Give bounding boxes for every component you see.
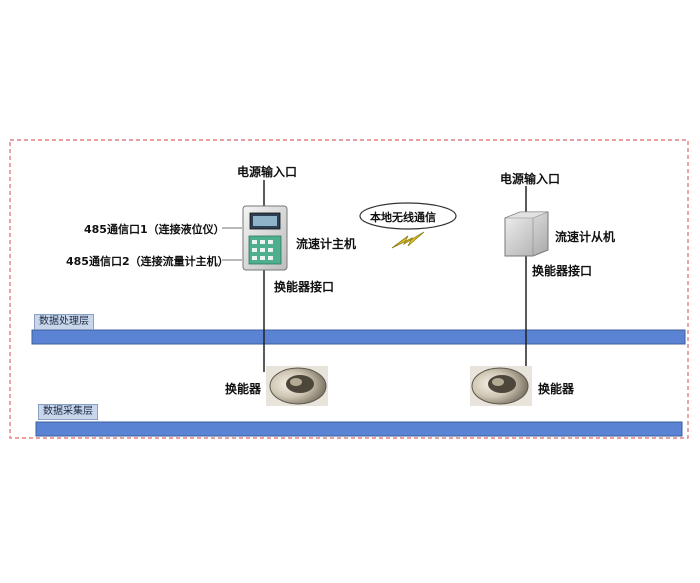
port1-label: 485通信口1（连接液位仪） xyxy=(84,223,225,236)
master-device-label: 流速计主机 xyxy=(296,237,357,251)
wireless-label: 本地无线通信 xyxy=(370,211,436,224)
master-flowmeter-device xyxy=(242,205,288,271)
slave-device-label: 流速计从机 xyxy=(555,230,616,244)
wireless-ellipse xyxy=(359,202,457,230)
port2-label: 485通信口2（连接流量计主机） xyxy=(66,255,229,268)
master-transducer-port-label: 换能器接口 xyxy=(274,280,335,294)
collection-layer-label: 数据采集层 xyxy=(38,404,98,420)
processing-layer-bar xyxy=(31,329,686,345)
transducer-left-icon xyxy=(266,366,328,406)
transducer-left-label: 换能器 xyxy=(225,382,262,396)
lightning-icon xyxy=(391,231,425,249)
slave-transducer-port-label: 换能器接口 xyxy=(532,264,593,278)
processing-layer-label: 数据处理层 xyxy=(34,314,94,330)
outer-dashed-border xyxy=(9,139,689,439)
collection-layer-bar xyxy=(35,421,683,437)
transducer-right-label: 换能器 xyxy=(538,382,575,396)
master-power-input-label: 电源输入口 xyxy=(237,165,298,179)
transducer-right-icon xyxy=(470,366,532,406)
slave-flowmeter-device xyxy=(504,211,549,257)
slave-power-input-label: 电源输入口 xyxy=(500,172,561,186)
